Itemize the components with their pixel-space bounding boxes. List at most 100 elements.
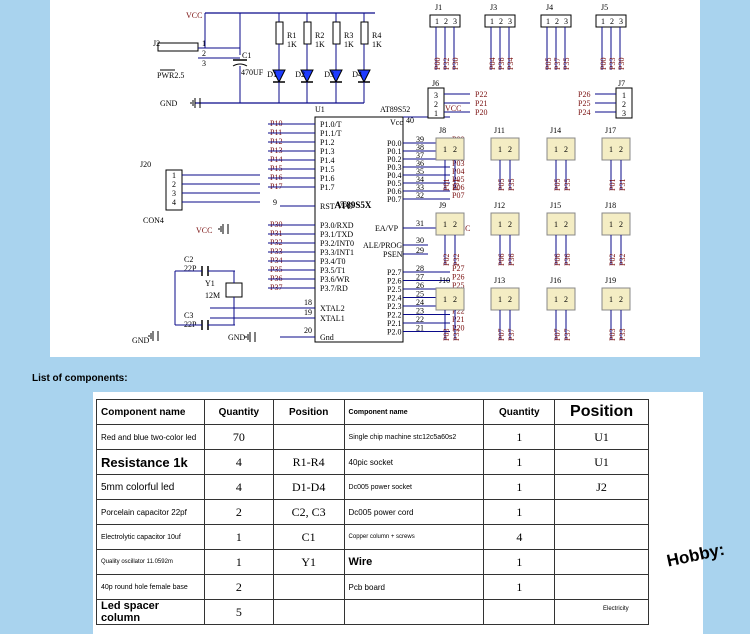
cell-component: Electrolytic capacitor 10uf (96, 524, 205, 550)
u1-pin-p0: P0.4 (387, 171, 401, 180)
u1-pin-num: 18 (304, 298, 312, 307)
header-ref: J5 (601, 3, 608, 12)
component-table-panel: Component name Quantity Position Compone… (93, 392, 703, 634)
grid-header-net-label: P03 (608, 329, 617, 341)
j2-pin-num: 1 (202, 39, 206, 48)
grid-header-net-label: P06 (553, 254, 562, 266)
table-row: Red and blue two-color led 70 Single chi… (96, 424, 649, 450)
header-pin-num: 3 (564, 17, 568, 26)
net-label-p2: P21 (452, 315, 464, 324)
header-pin-num: 1 (443, 295, 447, 304)
header-pin-num: 1 (554, 295, 558, 304)
j2-pin-num: 2 (202, 49, 206, 58)
grid-header-net-label: P33 (618, 329, 627, 341)
resistor-value: 1K (344, 40, 354, 49)
grid-header-ref: J17 (605, 126, 616, 135)
cell-component: Resistance 1k (96, 449, 205, 475)
cell-quantity-2: 1 (483, 474, 556, 500)
header-quantity-2: Quantity (483, 399, 556, 425)
j20-pin-num: 4 (172, 198, 176, 207)
cell-position: C1 (272, 524, 345, 550)
resistor-r2 (303, 21, 312, 45)
grid-header-j19 (601, 287, 631, 311)
header-pin-num: 2 (508, 295, 512, 304)
header-pin-num: 3 (622, 109, 626, 118)
grid-header-j13 (490, 287, 520, 311)
u1-pin-num: 28 (416, 264, 424, 273)
u1-pin-p3: P3.7/RD (320, 284, 348, 293)
header-pin-num: 2 (619, 295, 623, 304)
resistor-ref: R3 (344, 31, 353, 40)
u1-pin-num: 21 (416, 324, 424, 333)
u1-pin-num: 34 (416, 175, 424, 184)
table-row: Quality oscillator 11.0592m 1 Y1 Wire 1 (96, 549, 649, 575)
u1-pin-num: 19 (304, 308, 312, 317)
cell-position: C2, C3 (272, 499, 345, 525)
led-ref: D3 (324, 70, 334, 79)
grid-header-net-label: P32 (452, 254, 461, 266)
table-row: 5mm colorful led 4 D1-D4 Dc005 power soc… (96, 474, 649, 500)
cell-quantity-2 (483, 599, 556, 625)
u1-pin-p1: P1.3 (320, 147, 334, 156)
header-pin-num: 1 (434, 109, 438, 118)
grid-header-ref: J12 (494, 201, 505, 210)
header-pin-num: 1 (554, 145, 558, 154)
u1-pin-ea: EA/VP (375, 224, 399, 233)
u1-pin-num: 32 (416, 191, 424, 200)
table-row: Electrolytic capacitor 10uf 1 C1 Copper … (96, 524, 649, 550)
j7-net-label: P25 (578, 99, 590, 108)
grid-header-j8 (435, 137, 465, 161)
u1-pin-p0: P0.2 (387, 155, 401, 164)
cell-component-2: Dc005 power cord (343, 499, 485, 525)
u1-pin-p3: P3.6/WR (320, 275, 350, 284)
header-component-name-2: Component name (343, 399, 485, 425)
cell-quantity: 4 (203, 474, 274, 500)
grid-header-net-label: P05 (497, 179, 506, 191)
cell-component-2: Copper column + screws (343, 524, 485, 550)
grid-header-j10 (435, 287, 465, 311)
cell-position: Y1 (272, 549, 345, 575)
table-row: Porcelain capacitor 22pf 2 C2, C3 Dc005 … (96, 499, 649, 525)
led-ref: D2 (295, 70, 305, 79)
header-net-label: P00 (599, 58, 608, 70)
cell-component-2: Dc005 power socket (343, 474, 485, 500)
u1-pin-num: 30 (416, 236, 424, 245)
header-pin-num: 1 (609, 220, 613, 229)
grid-header-net-label: P35 (507, 179, 516, 191)
u1-pin-p2: P2.5 (387, 285, 401, 294)
u1-pin-xtal2: XTAL2 (320, 304, 345, 313)
c1-ref: C1 (242, 51, 251, 60)
cell-component: Porcelain capacitor 22pf (96, 499, 205, 525)
u1-pin-p0: P0.3 (387, 163, 401, 172)
c2-ref: C2 (184, 255, 193, 264)
header-component-name: Component name (96, 399, 205, 425)
cell-component: 40p round hole female base (96, 574, 205, 600)
grid-header-j18 (601, 212, 631, 236)
header-pin-num: 2 (453, 220, 457, 229)
cell-component-2: Single chip machine stc12c5a60s2 (343, 424, 485, 450)
header-net-label: P37 (553, 58, 562, 70)
led-d3-icon (329, 69, 343, 84)
net-label-p0: P04 (452, 167, 464, 176)
header-pin-num: 2 (619, 145, 623, 154)
j20-pin-num: 2 (172, 180, 176, 189)
header-net-label: P33 (608, 58, 617, 70)
gnd-label-top: GND (160, 99, 178, 108)
header-ref: J3 (490, 3, 497, 12)
cell-position-2: U1 (554, 449, 649, 475)
u1-pin-p0: P0.6 (387, 187, 401, 196)
c1-value: 470UF (241, 68, 264, 77)
u1-pin-p2: P2.1 (387, 319, 401, 328)
grid-header-net-label: P07 (497, 329, 506, 341)
header-pin-num: 2 (610, 17, 614, 26)
y1-ref: Y1 (205, 279, 215, 288)
cell-position: D1-D4 (272, 474, 345, 500)
net-label-p2: P25 (452, 281, 464, 290)
grid-header-net-label: P31 (452, 179, 461, 191)
u1-pin-num: 38 (416, 143, 424, 152)
cell-quantity-2: 4 (483, 524, 556, 550)
u1-pin-p1: P1.0/T (320, 120, 342, 129)
u1-pin-p0: P0.0 (387, 139, 401, 148)
net-label-p0: P07 (452, 191, 464, 200)
